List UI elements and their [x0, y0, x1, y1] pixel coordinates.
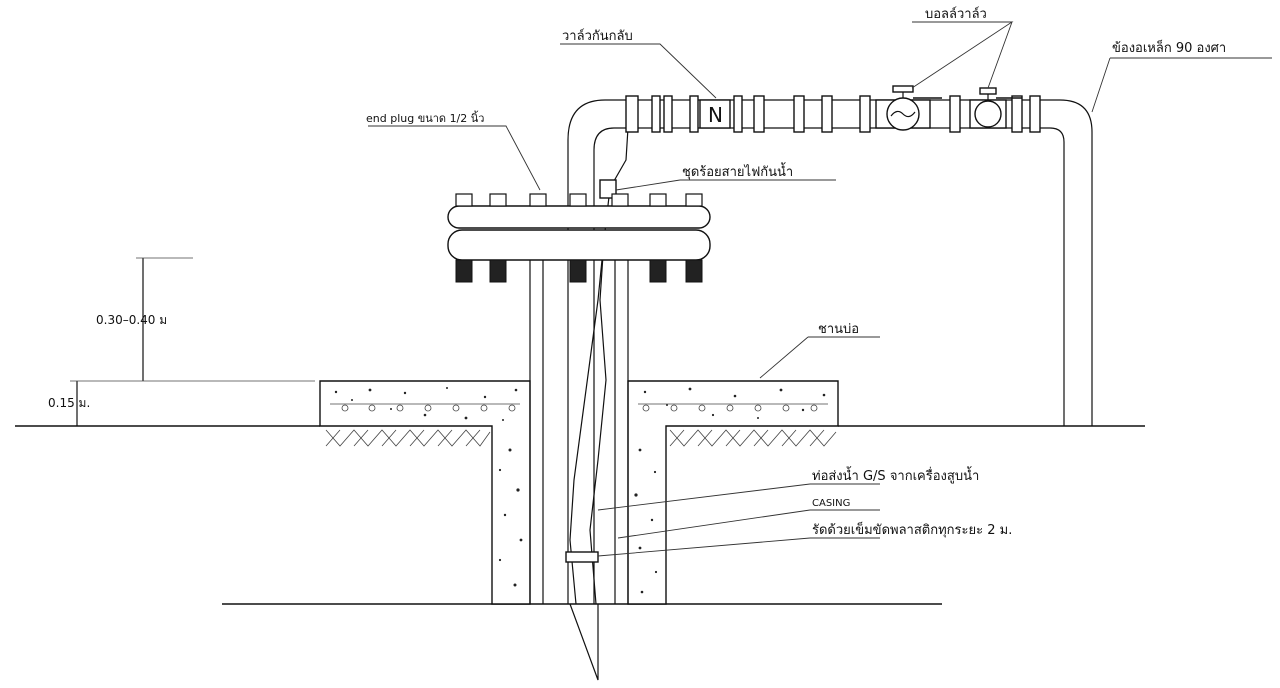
waterproof-cable-label: ชุดร้อยสายไฟกันน้ำ	[682, 162, 793, 180]
plastic-tie-label: รัดด้วยเข็มขัดพลาสติกทุกระยะ 2 ม.	[812, 520, 1012, 538]
dimension-apron-thickness: 0.15 ม.	[48, 396, 90, 410]
concrete-apron	[319, 380, 839, 605]
dimension-flange-height: 0.30–0.40 ม	[96, 313, 167, 327]
plastic-tie	[565, 551, 599, 563]
leader-lines	[368, 21, 1272, 557]
pipe-fittings	[625, 95, 1041, 133]
dimension-lines	[70, 257, 315, 426]
pump-cable-2	[589, 239, 607, 605]
gs-pipe-label: ท่อส่งน้ำ G/S จากเครื่องสูบน้ำ	[812, 466, 979, 484]
steel-elbow-label: ข้องอเหล็ก 90 องศา	[1112, 38, 1226, 56]
pump-cable	[569, 127, 629, 605]
ball-valve-1	[875, 85, 942, 131]
ball-valve-label: บอลล์วาล์ว	[925, 6, 987, 22]
casing-label: CASING	[812, 498, 850, 509]
well-apron-label: ชานบ่อ	[818, 322, 859, 337]
soil-hatch	[325, 429, 837, 447]
ball-valve-2	[969, 87, 1022, 129]
well-casing	[529, 258, 629, 604]
end-plug-label: end plug ขนาด 1/2 นิ้ว	[366, 110, 484, 125]
check-valve-symbol: N	[708, 103, 723, 127]
well-head-flange	[447, 193, 711, 283]
check-valve: N	[699, 99, 731, 129]
check-valve-label: วาล์วกันกลับ	[562, 28, 633, 44]
drill-point	[569, 603, 599, 681]
